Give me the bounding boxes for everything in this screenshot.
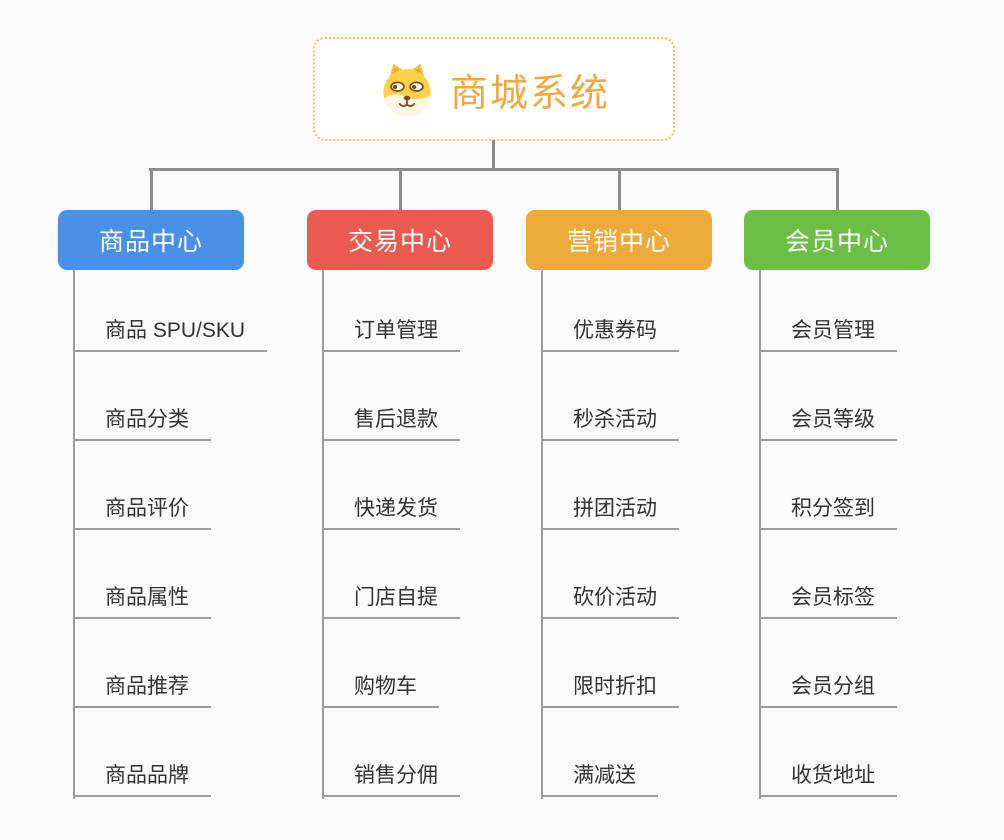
leaf-row: 会员等级 xyxy=(759,352,979,441)
connector-branch-drop xyxy=(149,168,153,210)
branch-column: 会员管理会员等级积分签到会员标签会员分组收货地址 xyxy=(759,263,979,799)
branch-label: 营销中心 xyxy=(566,228,671,256)
branch-node[interactable]: 商品中心 xyxy=(58,210,244,270)
leaf-row: 限时折扣 xyxy=(541,619,761,708)
connector-branch-drop xyxy=(835,168,839,210)
leaf-row: 商品评价 xyxy=(73,441,293,530)
leaf-row: 拼团活动 xyxy=(541,441,761,530)
leaf-node[interactable]: 商品品牌 xyxy=(73,759,211,797)
leaf-row: 购物车 xyxy=(322,619,542,708)
leaf-node[interactable]: 商品 SPU/SKU xyxy=(73,314,268,352)
branch: 会员中心 会员管理会员等级积分签到会员标签会员分组收货地址 xyxy=(744,168,930,799)
branch-column: 优惠券码秒杀活动拼团活动砍价活动限时折扣满减送 xyxy=(541,263,761,799)
branch-label: 商品中心 xyxy=(98,228,203,256)
branch: 营销中心 优惠券码秒杀活动拼团活动砍价活动限时折扣满减送 xyxy=(526,168,712,799)
root-title: 商城系统 xyxy=(449,72,610,115)
doge-icon xyxy=(383,63,431,117)
branch-node[interactable]: 会员中心 xyxy=(744,210,930,270)
leaf-node[interactable]: 商品分类 xyxy=(73,403,211,441)
leaf-row: 收货地址 xyxy=(759,708,979,797)
connector-branch-drop xyxy=(398,168,402,210)
branch-column: 商品 SPU/SKU 商品分类商品评价商品属性商品推荐商品品牌 xyxy=(73,263,293,799)
branch-node[interactable]: 营销中心 xyxy=(526,210,712,270)
leaf-node[interactable]: 会员标签 xyxy=(759,581,897,619)
leaf-node[interactable]: 秒杀活动 xyxy=(541,403,679,441)
branch-node[interactable]: 交易中心 xyxy=(307,210,493,270)
leaf-row: 商品 SPU/SKU xyxy=(73,263,293,352)
leaf-row: 会员分组 xyxy=(759,619,979,708)
leaf-row: 订单管理 xyxy=(322,263,542,352)
root-node[interactable]: 商城系统 xyxy=(313,37,675,141)
leaf-node[interactable]: 商品属性 xyxy=(73,581,211,619)
leaf-node[interactable]: 优惠券码 xyxy=(541,314,679,352)
branch-label: 交易中心 xyxy=(347,228,452,256)
leaf-row: 会员标签 xyxy=(759,530,979,619)
branch-label: 会员中心 xyxy=(784,228,889,256)
leaf-node[interactable]: 销售分佣 xyxy=(322,759,460,797)
leaf-row: 售后退款 xyxy=(322,352,542,441)
connector-horizontal xyxy=(149,168,839,171)
leaf-node[interactable]: 满减送 xyxy=(541,759,658,797)
leaf-row: 商品品牌 xyxy=(73,708,293,797)
leaf-node[interactable]: 会员等级 xyxy=(759,403,897,441)
leaf-row: 会员管理 xyxy=(759,263,979,352)
leaf-row: 秒杀活动 xyxy=(541,352,761,441)
leaf-row: 满减送 xyxy=(541,708,761,797)
connector-root-stem xyxy=(492,140,495,168)
branch: 交易中心 订单管理售后退款快递发货门店自提购物车销售分佣 xyxy=(307,168,493,799)
connector-column-line xyxy=(322,270,324,799)
branch: 商品中心 商品 SPU/SKU 商品分类商品评价商品属性商品推荐商品品牌 xyxy=(58,168,268,799)
leaf-node[interactable]: 快递发货 xyxy=(322,492,460,530)
branch-column: 订单管理售后退款快递发货门店自提购物车销售分佣 xyxy=(322,263,542,799)
connector-column-line xyxy=(759,270,761,799)
leaf-row: 商品推荐 xyxy=(73,619,293,708)
leaf-node[interactable]: 会员分组 xyxy=(759,670,897,708)
leaf-row: 销售分佣 xyxy=(322,708,542,797)
leaf-row: 快递发货 xyxy=(322,441,542,530)
leaf-row: 优惠券码 xyxy=(541,263,761,352)
leaf-row: 商品分类 xyxy=(73,352,293,441)
leaf-node[interactable]: 购物车 xyxy=(322,670,439,708)
leaf-node[interactable]: 积分签到 xyxy=(759,492,897,530)
leaf-node[interactable]: 会员管理 xyxy=(759,314,897,352)
connector-column-line xyxy=(541,270,543,799)
leaf-node[interactable]: 商品评价 xyxy=(73,492,211,530)
leaf-row: 积分签到 xyxy=(759,441,979,530)
leaf-node[interactable]: 收货地址 xyxy=(759,759,897,797)
leaf-node[interactable]: 拼团活动 xyxy=(541,492,679,530)
leaf-node[interactable]: 限时折扣 xyxy=(541,670,679,708)
leaf-node[interactable]: 门店自提 xyxy=(322,581,460,619)
leaf-node[interactable]: 订单管理 xyxy=(322,314,460,352)
leaf-row: 砍价活动 xyxy=(541,530,761,619)
leaf-node[interactable]: 售后退款 xyxy=(322,403,460,441)
leaf-node[interactable]: 商品推荐 xyxy=(73,670,211,708)
leaf-row: 商品属性 xyxy=(73,530,293,619)
connector-branch-drop xyxy=(617,168,621,210)
leaf-node[interactable]: 砍价活动 xyxy=(541,581,679,619)
leaf-row: 门店自提 xyxy=(322,530,542,619)
connector-column-line xyxy=(73,270,75,799)
